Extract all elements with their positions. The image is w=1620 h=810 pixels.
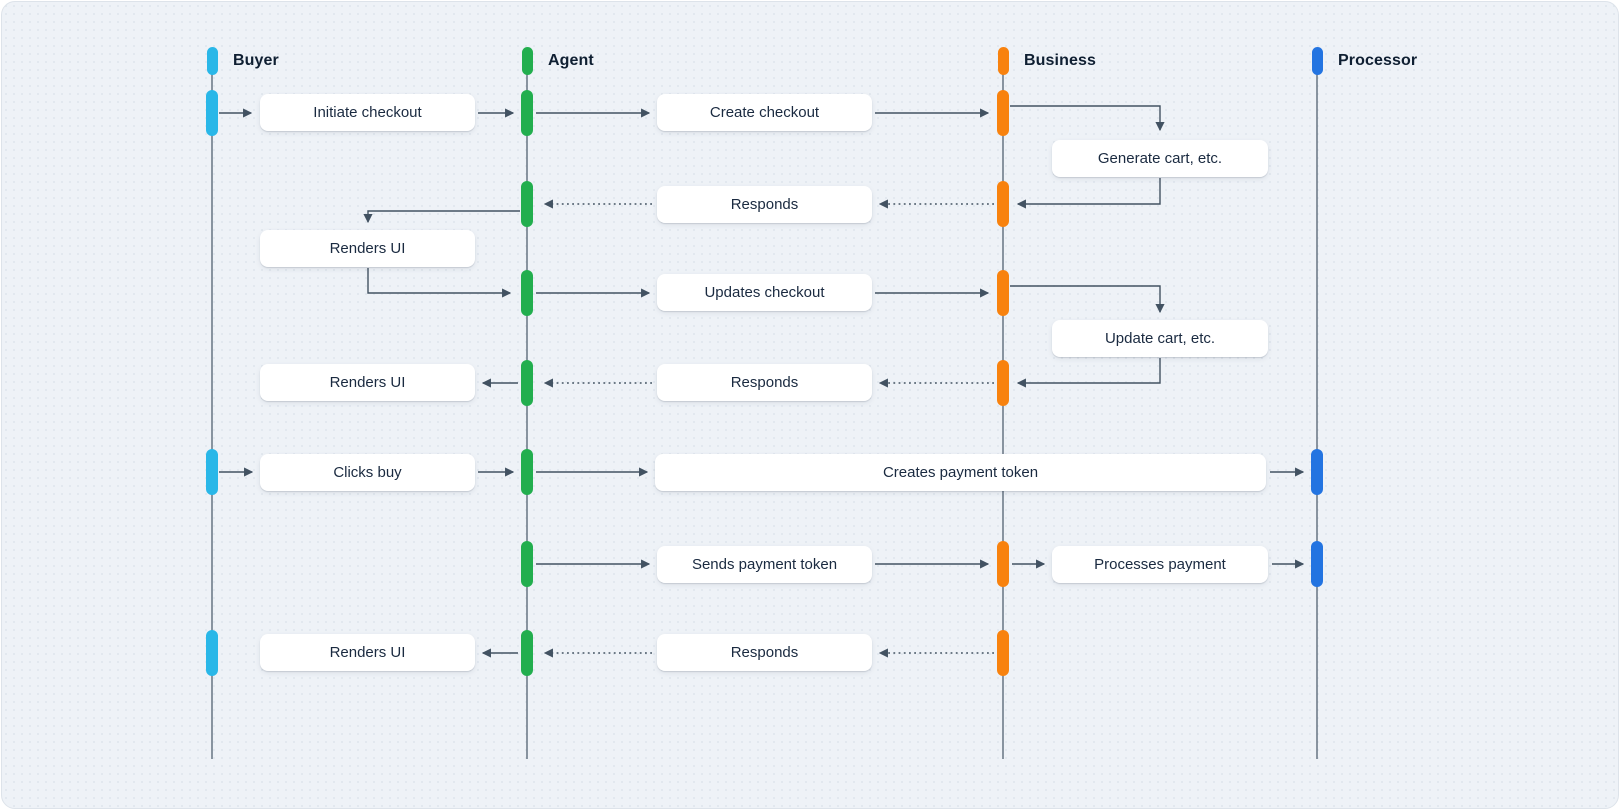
- agent-activation: [521, 541, 533, 587]
- message-clicks-buy: Clicks buy: [260, 454, 475, 491]
- arrow-update-cart-return-to-business: [1016, 358, 1161, 388]
- message-renders-ui-3: Renders UI: [260, 634, 475, 671]
- business-activation: [997, 541, 1009, 587]
- message-renders-ui-1: Renders UI: [260, 230, 475, 267]
- processor-activation: [1311, 541, 1323, 587]
- agent-activation: [521, 181, 533, 227]
- agent-activation: [521, 630, 533, 676]
- message-create-checkout: Create checkout: [657, 94, 872, 131]
- buyer-activation: [206, 449, 218, 495]
- business-activation: [997, 181, 1009, 227]
- buyer-activation: [206, 630, 218, 676]
- message-responds-2: Responds: [657, 364, 872, 401]
- arrow-renders-ui-return-to-agent: [367, 268, 512, 298]
- arrow-business-selfcall-update-cart: [1010, 285, 1165, 314]
- agent-activation: [521, 360, 533, 406]
- message-creates-payment-token: Creates payment token: [655, 454, 1266, 491]
- business-activation: [997, 90, 1009, 136]
- message-update-cart: Update cart, etc.: [1052, 320, 1268, 357]
- processor-activation: [1311, 449, 1323, 495]
- agent-label: Agent: [548, 52, 594, 69]
- arrow-business-selfcall-generate-cart: [1010, 105, 1165, 132]
- message-initiate-checkout: Initiate checkout: [260, 94, 475, 131]
- buyer-label: Buyer: [233, 52, 279, 69]
- processor-head-capsule: [1311, 47, 1323, 75]
- message-responds-3: Responds: [657, 634, 872, 671]
- arrow-agent-selfcall-renders-ui: [363, 210, 520, 224]
- processor-label: Processor: [1338, 52, 1418, 69]
- message-processes-payment: Processes payment: [1052, 546, 1268, 583]
- agent-activation: [521, 270, 533, 316]
- agent-head-capsule: [521, 47, 533, 75]
- business-activation: [997, 630, 1009, 676]
- buyer-activation: [206, 90, 218, 136]
- agent-activation: [521, 449, 533, 495]
- business-activation: [997, 360, 1009, 406]
- arrow-generate-cart-return-to-business: [1016, 178, 1161, 209]
- agent-activation: [521, 90, 533, 136]
- message-renders-ui-2: Renders UI: [260, 364, 475, 401]
- message-responds-1: Responds: [657, 186, 872, 223]
- message-sends-payment-token: Sends payment token: [657, 546, 872, 583]
- message-updates-checkout: Updates checkout: [657, 274, 872, 311]
- message-generate-cart: Generate cart, etc.: [1052, 140, 1268, 177]
- business-label: Business: [1024, 52, 1096, 69]
- business-head-capsule: [997, 47, 1009, 75]
- business-activation: [997, 270, 1009, 316]
- buyer-head-capsule: [206, 47, 218, 75]
